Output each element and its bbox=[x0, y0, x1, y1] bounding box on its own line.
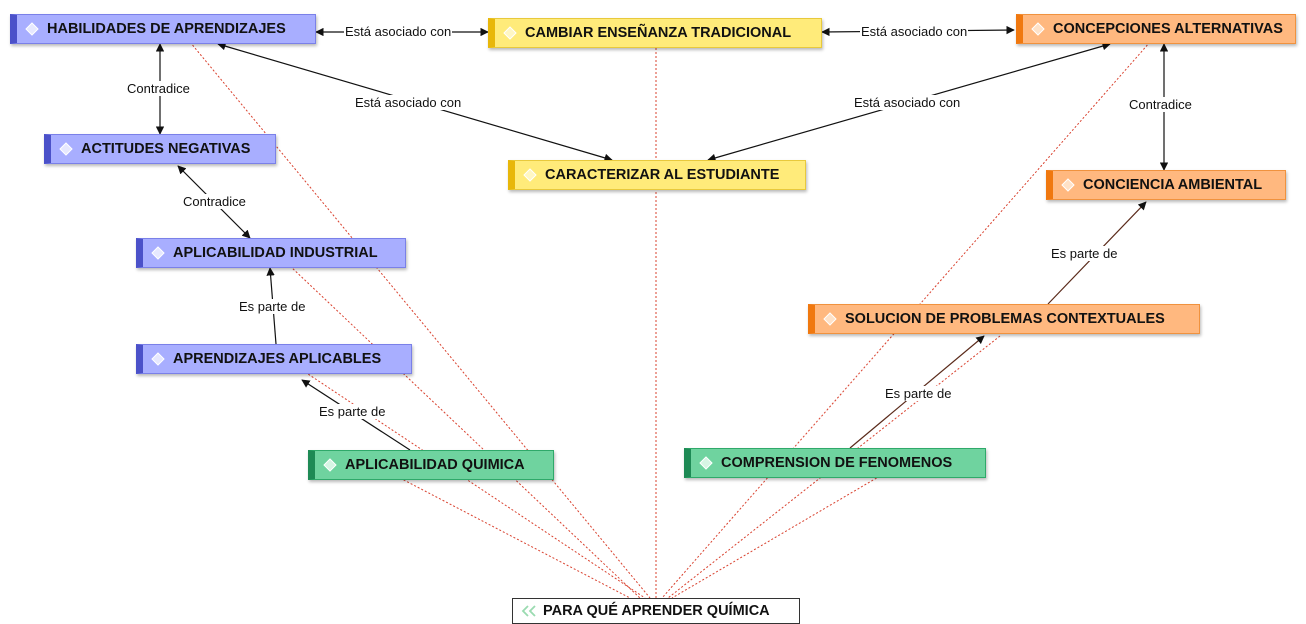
root-link-industrial bbox=[289, 265, 641, 599]
link-label-sol-cia: Es parte de bbox=[1050, 246, 1119, 261]
root-link-comprension bbox=[671, 475, 881, 599]
node-label: APLICABILIDAD INDUSTRIAL bbox=[173, 245, 378, 261]
node-comprension-de-fenomenos[interactable]: COMPRENSION DE FENOMENOS bbox=[684, 448, 986, 478]
link-label-con-cia: Contradice bbox=[1128, 97, 1193, 112]
diamond-icon bbox=[151, 246, 165, 260]
node-caracterizar-al-estudiante[interactable]: CARACTERIZAR AL ESTUDIANTE bbox=[508, 160, 806, 190]
link-label-com-sol: Es parte de bbox=[884, 386, 953, 401]
node-label: HABILIDADES DE APRENDIZAJES bbox=[47, 21, 286, 37]
node-cambiar-ensenanza-tradicional[interactable]: CAMBIAR ENSEÑANZA TRADICIONAL bbox=[488, 18, 822, 48]
diamond-icon bbox=[699, 456, 713, 470]
diamond-icon bbox=[323, 458, 337, 472]
node-label: CARACTERIZAR AL ESTUDIANTE bbox=[545, 167, 780, 183]
node-aplicabilidad-quimica[interactable]: APLICABILIDAD QUIMICA bbox=[308, 450, 554, 480]
node-aplicabilidad-industrial[interactable]: APLICABILIDAD INDUSTRIAL bbox=[136, 238, 406, 268]
link-label-hab-car: Está asociado con bbox=[354, 95, 463, 110]
diamond-icon bbox=[59, 142, 73, 156]
link-label-hab-cam: Está asociado con bbox=[344, 24, 453, 39]
diamond-icon bbox=[823, 312, 837, 326]
diamond-icon bbox=[523, 168, 537, 182]
node-label: CAMBIAR ENSEÑANZA TRADICIONAL bbox=[525, 25, 792, 41]
node-label: CONCEPCIONES ALTERNATIVAS bbox=[1053, 21, 1283, 37]
link-label-con-car: Está asociado con bbox=[853, 95, 962, 110]
node-label: APLICABILIDAD QUIMICA bbox=[345, 457, 525, 473]
diamond-icon bbox=[1061, 178, 1075, 192]
node-aprendizajes-aplicables[interactable]: APRENDIZAJES APLICABLES bbox=[136, 344, 412, 374]
node-para-que-aprender-quimica[interactable]: PARA QUÉ APRENDER QUÍMICA bbox=[512, 598, 800, 624]
link-label-apl-ind: Es parte de bbox=[238, 299, 307, 314]
root-link-quimica bbox=[399, 477, 631, 599]
root-link-habilidades bbox=[189, 41, 651, 599]
node-habilidades-de-aprendizajes[interactable]: HABILIDADES DE APRENDIZAJES bbox=[10, 14, 316, 44]
node-label: PARA QUÉ APRENDER QUÍMICA bbox=[543, 603, 770, 619]
link-label-act-ind: Contradice bbox=[182, 194, 247, 209]
node-label: COMPRENSION DE FENOMENOS bbox=[721, 455, 953, 471]
root-link-solucion bbox=[667, 335, 1001, 599]
diamond-icon bbox=[503, 26, 517, 40]
diamond-icon bbox=[1031, 22, 1045, 36]
link-label-cam-con: Está asociado con bbox=[860, 24, 969, 39]
node-solucion-de-problemas-contextuales[interactable]: SOLUCION DE PROBLEMAS CONTEXTUALES bbox=[808, 304, 1200, 334]
node-concepciones-alternativas[interactable]: CONCEPCIONES ALTERNATIVAS bbox=[1016, 14, 1296, 44]
link-label-qui-apl: Es parte de bbox=[318, 404, 387, 419]
node-label: SOLUCION DE PROBLEMAS CONTEXTUALES bbox=[845, 311, 1165, 327]
node-conciencia-ambiental[interactable]: CONCIENCIA AMBIENTAL bbox=[1046, 170, 1286, 200]
diamond-icon bbox=[151, 352, 165, 366]
node-label: CONCIENCIA AMBIENTAL bbox=[1083, 177, 1263, 193]
node-actitudes-negativas[interactable]: ACTITUDES NEGATIVAS bbox=[44, 134, 276, 164]
node-label: ACTITUDES NEGATIVAS bbox=[81, 141, 251, 157]
double-chevron-icon bbox=[521, 604, 536, 618]
link-label-hab-act: Contradice bbox=[126, 81, 191, 96]
diamond-icon bbox=[25, 22, 39, 36]
node-label: APRENDIZAJES APLICABLES bbox=[173, 351, 382, 367]
